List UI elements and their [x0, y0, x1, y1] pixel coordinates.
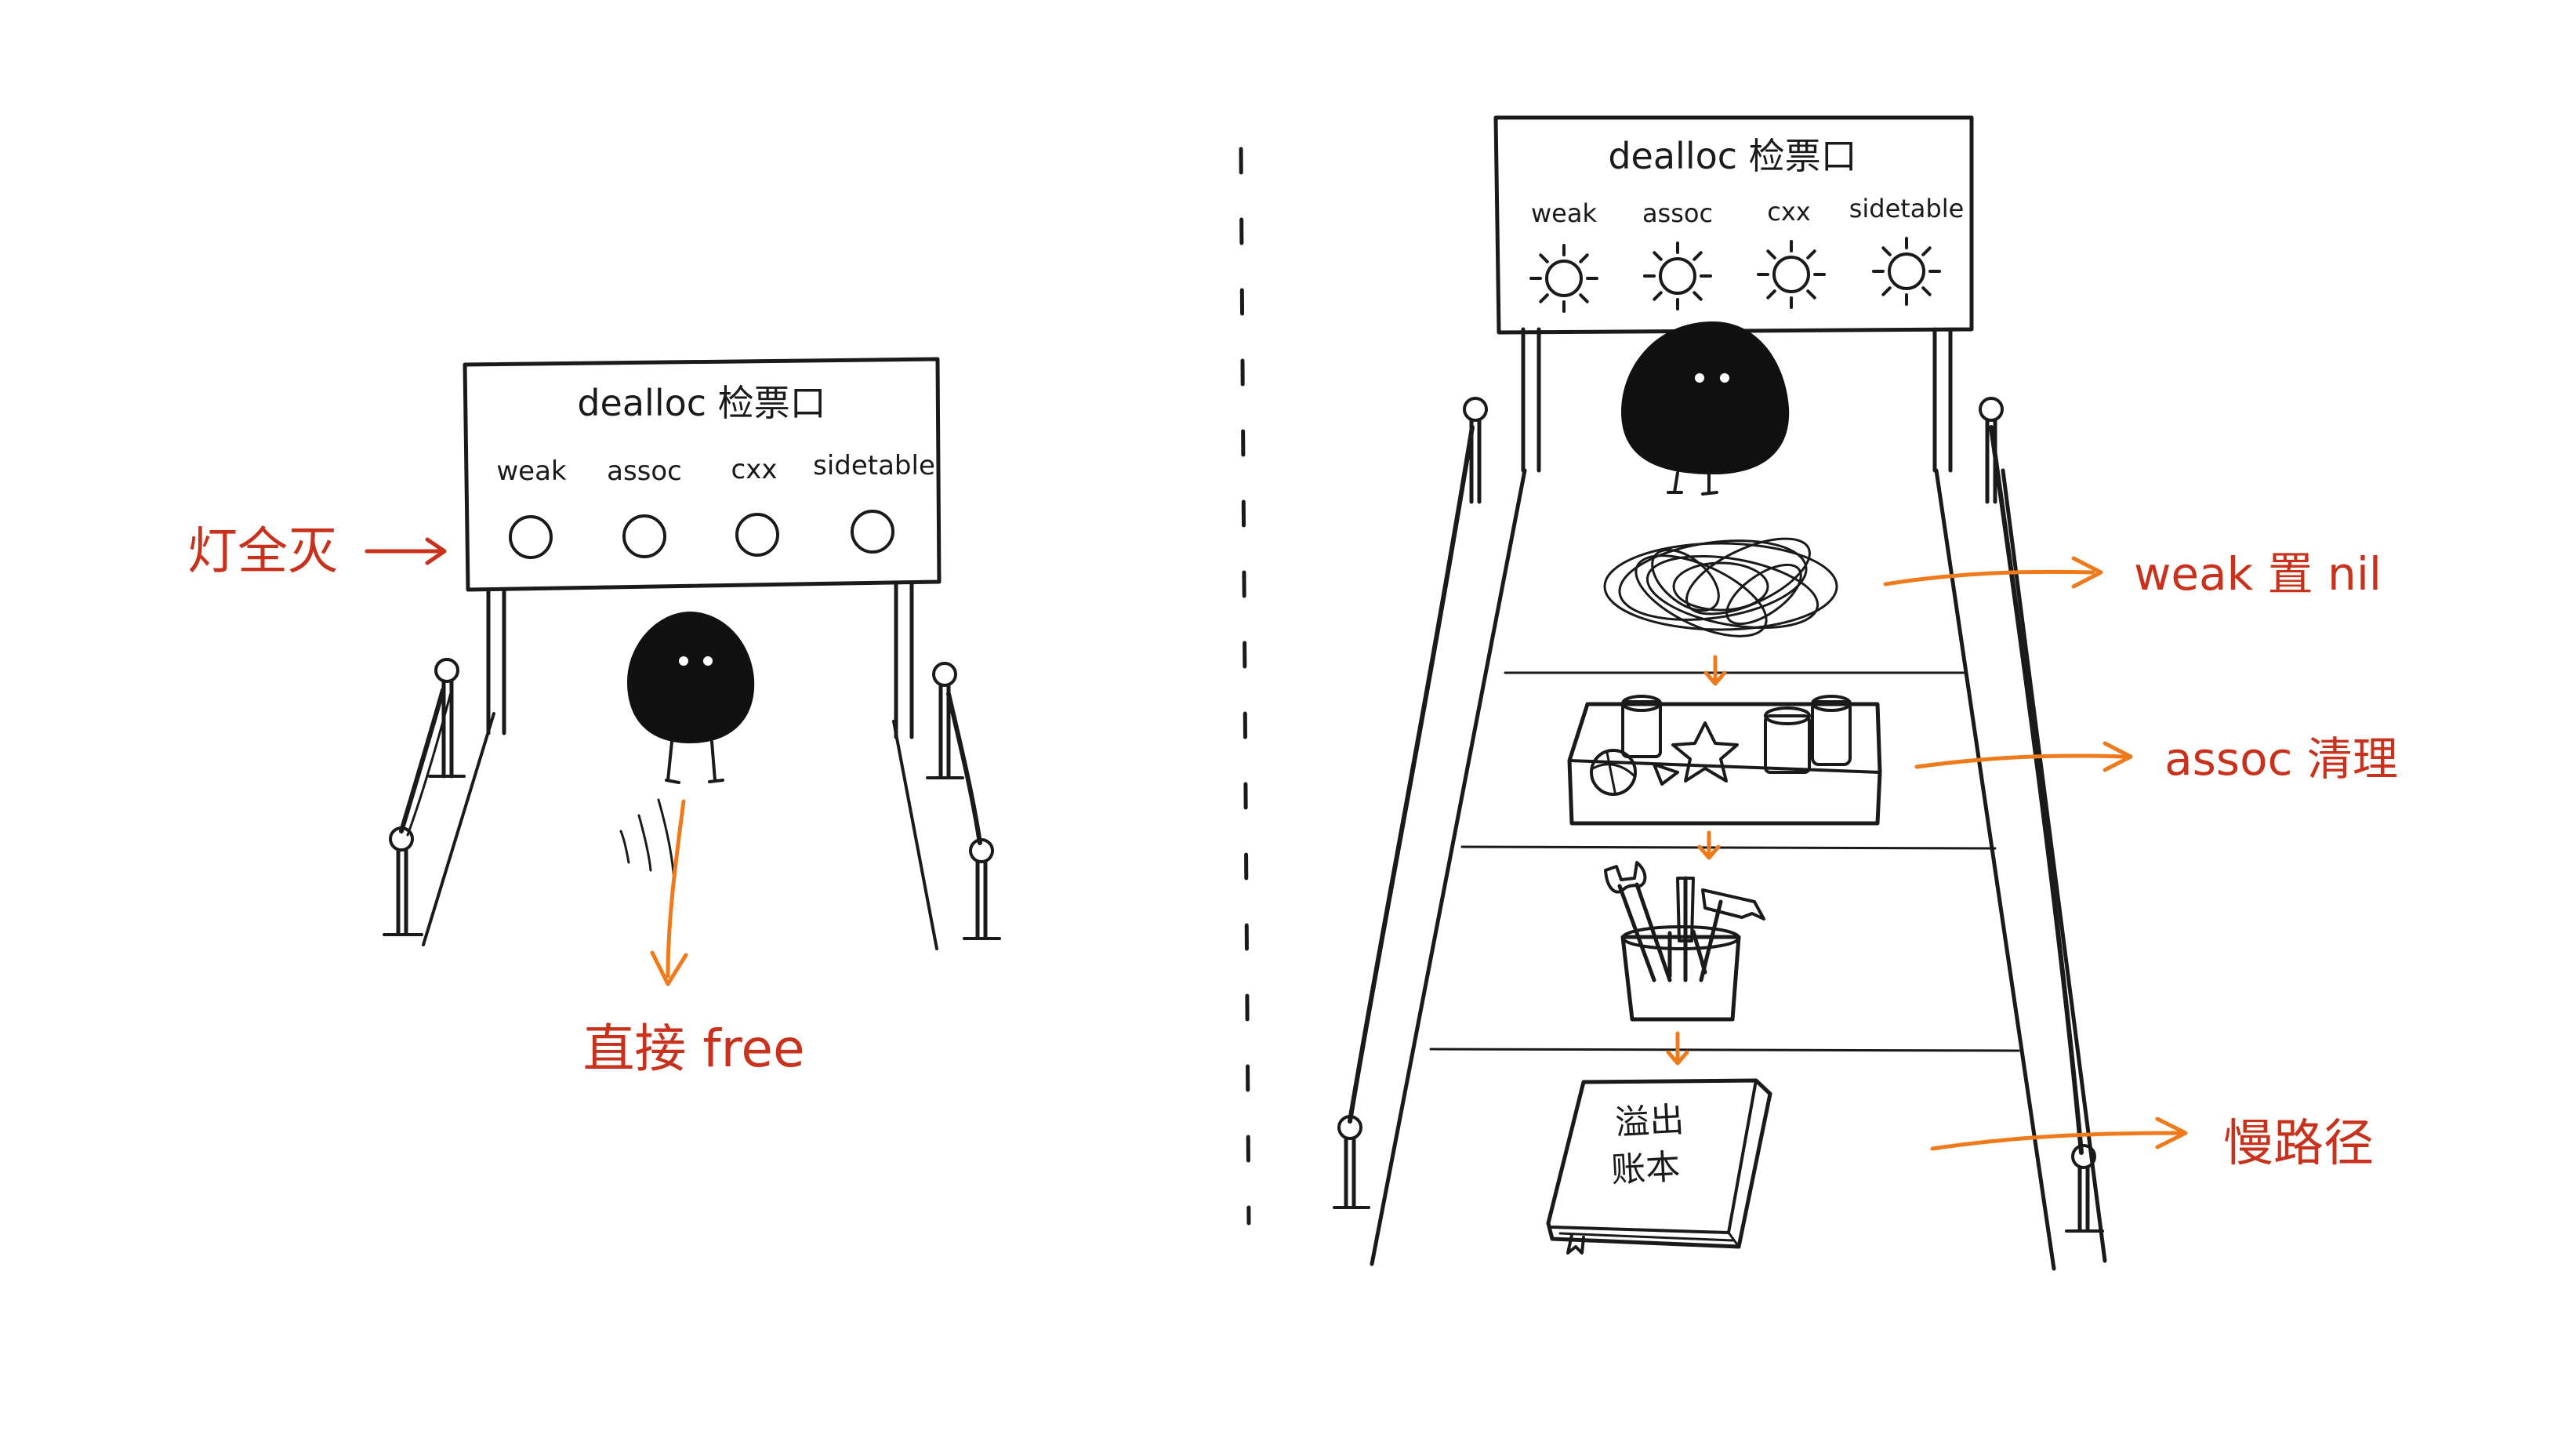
- right-sign-label-sidetable: sidetable: [1849, 194, 1965, 223]
- orange-arrow-head-icon: [1697, 844, 1721, 860]
- orange-arrow-head-icon: [2155, 1117, 2188, 1149]
- note-slow-path: 慢路径: [2223, 1115, 2374, 1173]
- left-panel-fast-path: dealloc 检票口 weak assoc cxx sidetable 灯全灭: [187, 357, 1001, 1079]
- ledger-book-icon: 溢出 账本: [1546, 1078, 1772, 1255]
- dashed-divider: [1239, 147, 1251, 1226]
- note-assoc-cleanup: assoc 清理: [2164, 732, 2398, 786]
- object-blob-character-right: [1621, 321, 1790, 496]
- left-sign-label-assoc: assoc: [607, 456, 682, 487]
- floor-divider: [1460, 845, 1997, 850]
- toy-box-icon: [1567, 695, 1882, 826]
- motion-line: [619, 830, 630, 864]
- orange-arrow-head-icon: [650, 950, 688, 986]
- left-stanchion-right: [926, 662, 1001, 940]
- right-sign-label-cxx: cxx: [1767, 197, 1810, 227]
- right-sign-label-assoc: assoc: [1642, 198, 1713, 228]
- orange-arrow-right-icon: [1930, 1131, 2182, 1151]
- note-direct-free: 直接 free: [582, 1019, 804, 1079]
- orange-arrow-right-icon: [1883, 569, 2095, 586]
- book-title-line2: 账本: [1610, 1147, 1682, 1191]
- right-sign-label-weak: weak: [1531, 198, 1597, 228]
- left-walkway-right-edge: [892, 720, 938, 950]
- tool-bucket-icon: [1604, 861, 1765, 1022]
- light-on-icon: [1757, 240, 1826, 309]
- motion-line: [637, 814, 652, 872]
- right-sign-post-right: [1932, 327, 1953, 473]
- right-panel-slow-path: dealloc 检票口 weak assoc cxx sidetable: [1333, 115, 2398, 1271]
- light-off-icon: [622, 514, 666, 558]
- light-on-icon: [1872, 237, 1941, 306]
- left-sign-label-weak: weak: [496, 456, 567, 487]
- right-sign-board: dealloc 检票口 weak assoc cxx sidetable: [1493, 115, 1974, 335]
- tangled-scribble-icon: [1603, 537, 1838, 637]
- left-sign-label-sidetable: sidetable: [813, 450, 935, 481]
- object-blob-character-left: [627, 612, 755, 784]
- right-stanchion-left: [1333, 397, 1488, 1209]
- orange-arrow-down-icon: [666, 799, 686, 979]
- orange-arrow-head-icon: [1703, 670, 1727, 686]
- orange-arrow-right-icon: [1914, 754, 2127, 769]
- left-sign-post-right: [894, 582, 914, 739]
- light-on-icon: [1643, 242, 1712, 310]
- motion-line: [657, 798, 676, 884]
- right-stanchion-right: [1979, 397, 2104, 1233]
- left-walkway-left-edge: [422, 712, 495, 946]
- right-corridor-right-edge: [1934, 468, 2056, 1271]
- left-stanchion-left: [383, 658, 466, 936]
- note-weak-set-nil: weak 置 nil: [2134, 547, 2382, 601]
- orange-arrow-head-icon: [2103, 741, 2133, 772]
- right-sign-title: dealloc 检票口: [1608, 135, 1856, 177]
- right-sign-post-left: [1521, 327, 1541, 473]
- left-sign-label-cxx: cxx: [731, 454, 778, 485]
- left-sign-board: dealloc 检票口 weak assoc cxx sidetable: [463, 357, 942, 592]
- light-off-icon: [509, 515, 553, 559]
- right-corridor-left-edge: [1370, 468, 1527, 1266]
- right-corridor-rail: [2001, 468, 2107, 1263]
- light-on-icon: [1529, 244, 1598, 313]
- red-arrow-head-icon: [425, 537, 447, 565]
- note-lights-all-off: 灯全灭: [187, 523, 338, 581]
- left-sign-title: dealloc 检票口: [577, 382, 825, 424]
- left-sign-post-left: [486, 587, 506, 735]
- floor-divider: [1429, 1048, 2020, 1052]
- orange-arrow-head-icon: [2071, 556, 2103, 589]
- light-off-icon: [735, 513, 779, 557]
- orange-arrow-head-icon: [1666, 1050, 1689, 1066]
- light-off-icon: [851, 510, 894, 554]
- book-title-line1: 溢出: [1614, 1100, 1685, 1144]
